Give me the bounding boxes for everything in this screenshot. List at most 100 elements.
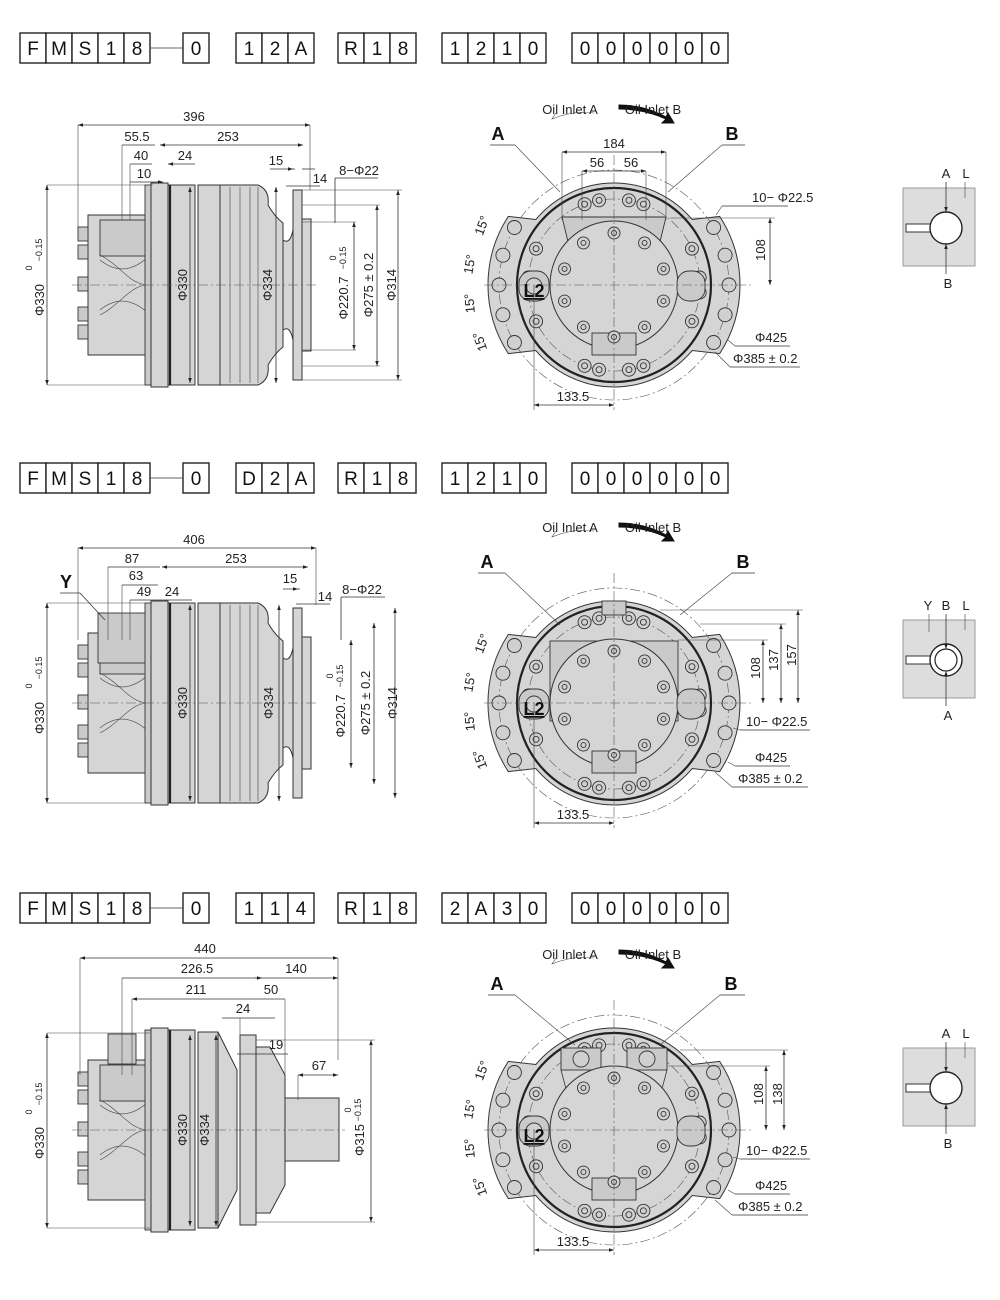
dimension-label: 396 xyxy=(183,109,205,124)
code-group: 12A xyxy=(244,39,308,60)
cap-screw-socket xyxy=(532,735,540,743)
inner-screw-socket xyxy=(561,265,568,272)
inner-screw-socket xyxy=(580,1169,587,1176)
arrowhead xyxy=(944,244,948,249)
leader-line xyxy=(714,771,733,788)
cap-screw-socket xyxy=(532,663,540,671)
schematic-port-label: L xyxy=(962,166,969,181)
arrowhead xyxy=(796,698,800,703)
dimension-label: 108 xyxy=(753,239,768,261)
dimension-label: 0 xyxy=(24,1109,34,1114)
arrowhead xyxy=(609,1248,614,1252)
mounting-hole xyxy=(495,665,511,681)
port-y-label: Y xyxy=(60,572,72,592)
arrowhead xyxy=(944,207,948,212)
inner-screw-socket xyxy=(580,657,587,664)
schematic-motor-circle xyxy=(929,211,963,245)
dimension-label: Φ220.7 xyxy=(333,695,348,738)
cap-screw-socket xyxy=(532,1090,540,1098)
arrowhead xyxy=(277,796,281,801)
arrowhead xyxy=(45,1033,49,1038)
dimension-label: 14 xyxy=(318,589,332,604)
dimension-label: 0 xyxy=(24,683,34,688)
arrowhead xyxy=(45,1223,49,1228)
angle-label: 15° xyxy=(460,253,478,275)
mounting-hole xyxy=(506,220,522,235)
arrowhead xyxy=(944,1067,948,1072)
arrowhead xyxy=(288,167,293,171)
arrowhead xyxy=(78,123,83,127)
code-cell xyxy=(182,462,210,494)
code-cell xyxy=(571,32,599,64)
dimension-label: 137 xyxy=(766,649,781,671)
angle-label: 15° xyxy=(469,1175,490,1199)
inner-screw-socket xyxy=(580,239,587,246)
inner-screw-socket xyxy=(641,742,648,749)
arrowhead xyxy=(796,610,800,615)
code-cell xyxy=(623,32,651,64)
cap-screw-socket xyxy=(595,366,603,374)
port-a xyxy=(572,1050,590,1068)
mounting-hole xyxy=(506,753,522,768)
code-cell xyxy=(337,32,365,64)
arrowhead xyxy=(293,587,298,591)
dimension-label: 87 xyxy=(125,551,139,566)
cap-screw-socket xyxy=(625,1041,633,1049)
schematic-port-label: A xyxy=(942,166,951,181)
dimension-label: 24 xyxy=(236,1001,250,1016)
dimension-label: 8−Φ22 xyxy=(339,163,379,178)
dimension-label: Φ330 xyxy=(32,702,47,734)
leader-line xyxy=(514,144,561,193)
arrowhead xyxy=(562,150,567,154)
mounting-hole xyxy=(717,665,733,681)
arrowhead xyxy=(311,546,316,550)
arrowhead xyxy=(609,821,614,825)
mounting-hole xyxy=(506,1065,522,1080)
leader-line xyxy=(504,572,561,626)
cap-screw-socket xyxy=(639,200,647,208)
code-group: R18 xyxy=(344,39,408,60)
inner-screw-socket xyxy=(660,716,667,723)
arrowhead xyxy=(162,565,167,569)
dimension-label: −0.15 xyxy=(338,247,348,270)
dimension-label: Φ334 xyxy=(261,687,276,719)
tapered-housing xyxy=(217,1031,238,1229)
dimension-label: Φ334 xyxy=(197,1114,212,1146)
arrowhead xyxy=(333,956,338,960)
schematic-port-label: B xyxy=(942,598,951,613)
mounting-hole xyxy=(717,1152,733,1168)
arrowhead xyxy=(768,218,772,223)
rear-bolt-head xyxy=(77,276,89,292)
arrowhead xyxy=(214,1035,218,1040)
arrowhead xyxy=(534,1248,539,1252)
code-cell xyxy=(45,462,73,494)
code-cell xyxy=(287,462,315,494)
inner-screw-socket xyxy=(641,324,648,331)
code-group: R18 xyxy=(344,469,408,490)
code-group: FMS18 xyxy=(27,469,142,490)
port-b-label: B xyxy=(726,124,739,144)
cap-screw-socket xyxy=(581,200,589,208)
dimension-label: 253 xyxy=(225,551,247,566)
dimension-label: 0 xyxy=(325,673,335,678)
dimension-label: −0.15 xyxy=(353,1099,363,1122)
oil-inlet-a-arrow xyxy=(551,111,595,120)
code-cell xyxy=(287,32,315,64)
dimension-label: 15 xyxy=(283,571,297,586)
arrowhead xyxy=(764,1125,768,1130)
arrowhead xyxy=(396,375,400,380)
code-cell xyxy=(45,32,73,64)
arrowhead xyxy=(779,624,783,629)
inner-screw-socket xyxy=(561,298,568,305)
code-group: 0 xyxy=(191,469,202,490)
valve-rib-curves xyxy=(99,672,151,734)
angle-label: 15° xyxy=(461,293,478,314)
code-cell xyxy=(19,462,47,494)
tapered-housing xyxy=(219,602,284,804)
schematic-port-label: B xyxy=(944,276,953,291)
code-group: R18 xyxy=(344,899,408,920)
code-cell xyxy=(519,32,547,64)
dimension-label: 138 xyxy=(770,1083,785,1105)
arrowhead xyxy=(45,380,49,385)
